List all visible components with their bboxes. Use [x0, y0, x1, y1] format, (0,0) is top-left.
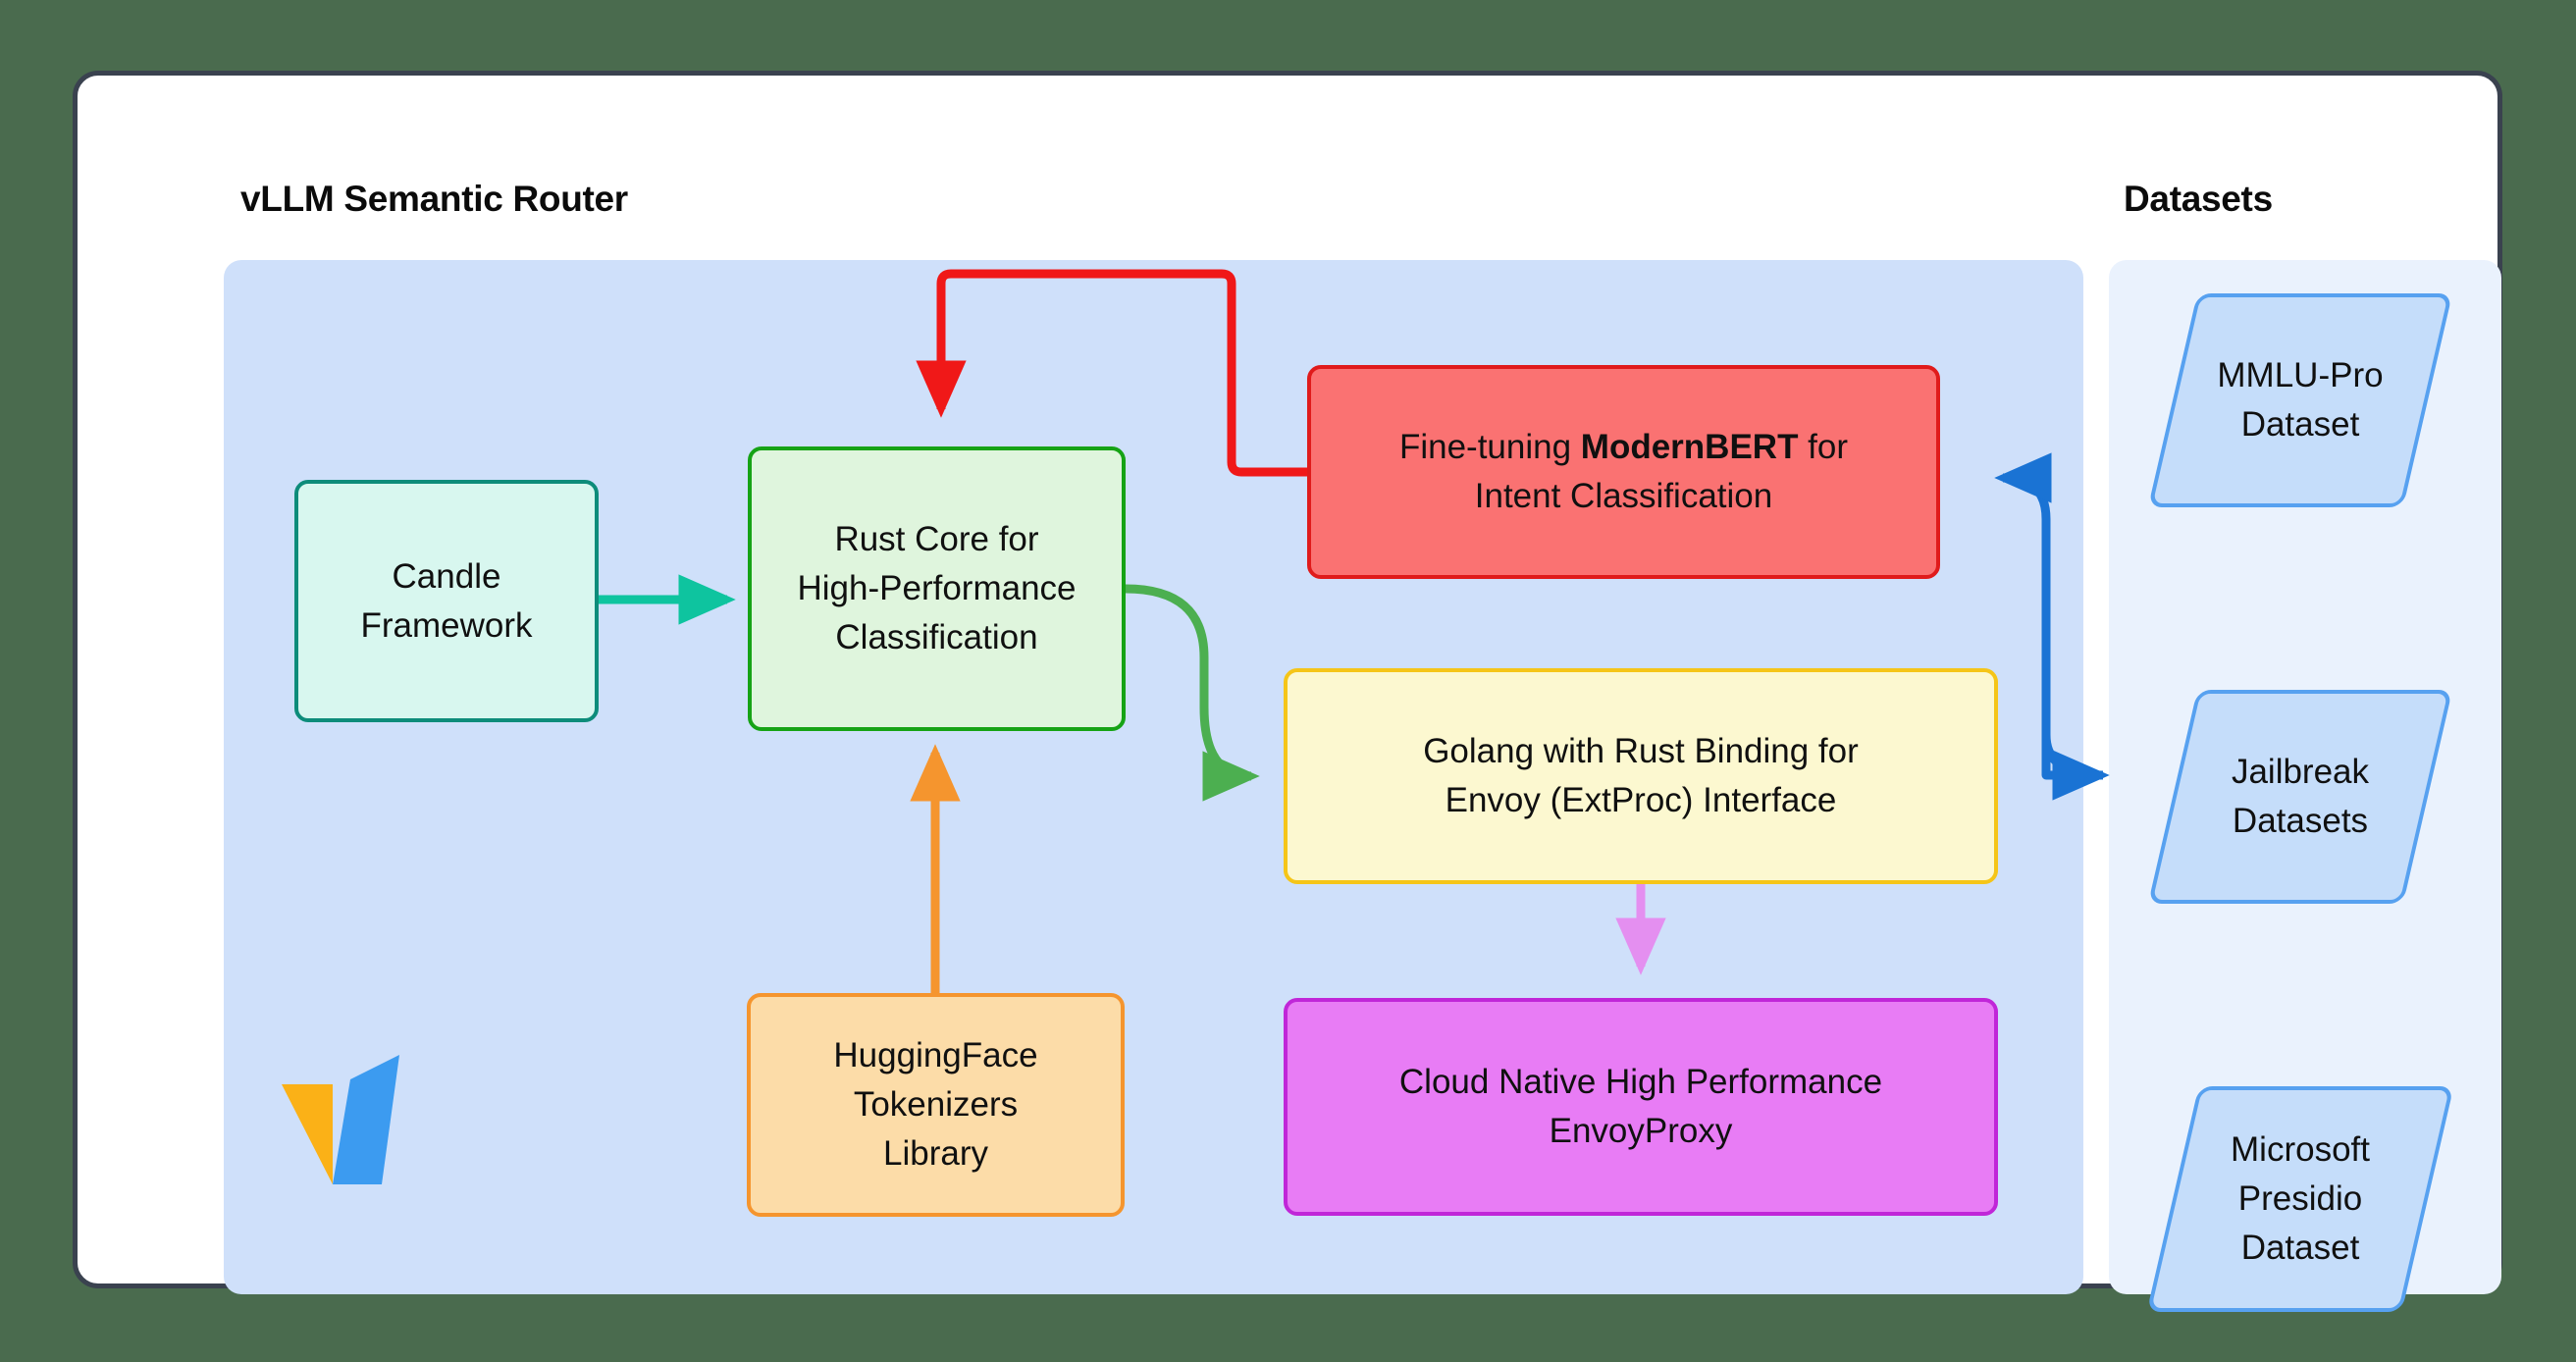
node-modernbert-prefix: Fine-tuning	[1398, 428, 1581, 467]
vllm-logo-icon	[282, 1055, 399, 1184]
node-golang-line2: Envoy (ExtProc) Interface	[1445, 781, 1837, 819]
node-candle-framework[interactable]: Candle Framework	[294, 480, 599, 722]
node-modernbert-line2: Intent Classification	[1474, 477, 1773, 515]
node-hf-line2: Tokenizers	[853, 1085, 1019, 1125]
diagram-card: vLLM Semantic Router Datasets	[73, 71, 2502, 1312]
vllm-logo-left-wedge	[282, 1084, 333, 1184]
subgraph-title-datasets: Datasets	[2124, 179, 2273, 219]
node-golang-envoy-extproc[interactable]: Golang with Rust Binding for Envoy (ExtP…	[1284, 668, 1998, 884]
node-hf-line1: HuggingFace	[833, 1036, 1038, 1075]
dataset-presidio-line3: Dataset	[2240, 1228, 2360, 1267]
dataset-node-microsoft-presidio[interactable]: Microsoft Presidio Dataset	[2146, 1086, 2454, 1312]
node-rust-core[interactable]: Rust Core for High-Performance Classific…	[748, 446, 1126, 731]
dataset-presidio-line2: Presidio	[2237, 1179, 2363, 1219]
node-candle-line1: Candle	[392, 556, 501, 596]
dataset-node-mmlu-pro[interactable]: MMLU-Pro Dataset	[2147, 293, 2453, 507]
node-envoyproxy[interactable]: Cloud Native High Performance EnvoyProxy	[1284, 998, 1998, 1216]
node-golang-line1: Golang with Rust Binding for	[1423, 732, 1859, 771]
dataset-node-jailbreak[interactable]: Jailbreak Datasets	[2147, 690, 2453, 904]
node-hf-line3: Library	[883, 1133, 988, 1173]
node-envoy-line2: EnvoyProxy	[1549, 1112, 1733, 1150]
node-modernbert-bold: ModernBERT	[1580, 428, 1799, 467]
node-envoy-line1: Cloud Native High Performance	[1398, 1063, 1883, 1102]
node-huggingface-tokenizers[interactable]: HuggingFace Tokenizers Library	[747, 993, 1125, 1217]
node-modernbert-finetuning[interactable]: Fine-tuning ModernBERT for Intent Classi…	[1307, 365, 1940, 579]
node-rust-line2: High-Performance	[797, 569, 1077, 608]
node-candle-line2: Framework	[360, 605, 533, 645]
dataset-jailbreak-line2: Datasets	[2232, 802, 2369, 840]
node-modernbert-suffix: for	[1798, 428, 1849, 467]
node-rust-line1: Rust Core for	[834, 520, 1039, 559]
dataset-jailbreak-line1: Jailbreak	[2231, 753, 2370, 792]
node-rust-line3: Classification	[835, 617, 1038, 656]
dataset-presidio-line1: Microsoft	[2231, 1130, 2370, 1170]
dataset-mmlu-line1: MMLU-Pro	[2217, 356, 2384, 395]
dataset-mmlu-line2: Dataset	[2240, 405, 2360, 444]
subgraph-title-router: vLLM Semantic Router	[240, 179, 628, 219]
vllm-logo-right-wedge	[333, 1055, 399, 1184]
